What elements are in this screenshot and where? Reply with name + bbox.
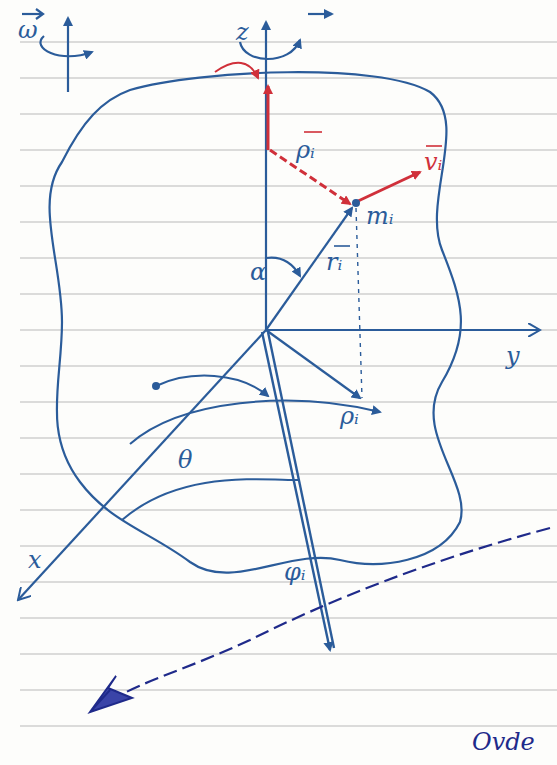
symbol-label: vᵢ: [424, 150, 442, 174]
phi-direction: [262, 332, 334, 650]
symbol-label: θ: [178, 448, 192, 472]
symbol-label: ρᵢ: [340, 404, 359, 428]
angle-arcs: [122, 376, 380, 520]
dashed-curve: [112, 528, 550, 700]
symbol-label: rᵢ: [326, 250, 342, 274]
symbol-label: y: [506, 344, 520, 368]
big-arrowhead: [90, 676, 132, 712]
symbol-label: z: [236, 20, 249, 44]
paper-lines: [20, 42, 557, 726]
coordinate-axes: [18, 330, 540, 600]
rho-velocity-vectors: [268, 86, 442, 204]
z-axis: [240, 14, 332, 330]
symbol-label: mᵢ: [366, 204, 394, 228]
symbol-label: ω: [18, 18, 38, 42]
mass-point: [352, 199, 360, 207]
note-text: Ovde: [472, 730, 535, 754]
rotation-arrow: [215, 63, 258, 78]
symbol-label: ρᵢ: [296, 138, 315, 162]
symbol-label: α: [250, 260, 266, 284]
symbol-label: x: [28, 548, 42, 572]
symbol-label: φᵢ: [284, 560, 306, 584]
position-vector: [266, 208, 362, 398]
